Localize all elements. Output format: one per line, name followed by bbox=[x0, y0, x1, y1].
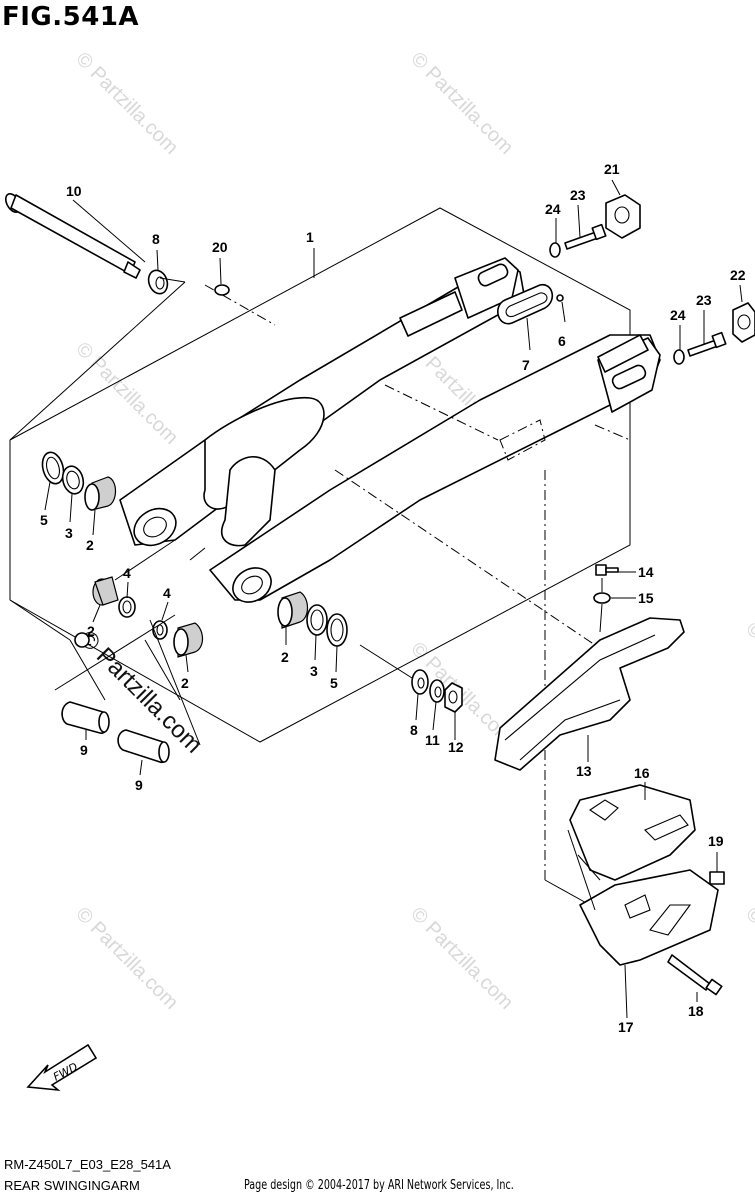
callout-23: 23 bbox=[696, 292, 712, 308]
part-24-washer bbox=[673, 349, 685, 365]
diagram-name: REAR SWINGINGARM bbox=[4, 1178, 140, 1193]
callout-5: 5 bbox=[330, 675, 338, 691]
callout-5: 5 bbox=[40, 512, 48, 528]
part-23-bolt bbox=[564, 223, 607, 250]
callout-1: 1 bbox=[306, 229, 314, 245]
callout-24: 24 bbox=[545, 201, 561, 217]
callout-13: 13 bbox=[576, 763, 592, 779]
part-19-bolt bbox=[709, 871, 725, 885]
callout-3: 3 bbox=[310, 663, 318, 679]
callout-7: 7 bbox=[522, 357, 530, 373]
left-bearings bbox=[41, 451, 204, 658]
callout-18: 18 bbox=[688, 1003, 704, 1019]
watermark: © Partzilla.com bbox=[741, 618, 755, 729]
part-10-pivot-bolt bbox=[4, 193, 141, 279]
copyright-notice: Page design © 2004-2017 by ARI Network S… bbox=[244, 1178, 514, 1193]
right-bearings bbox=[277, 591, 348, 647]
part-24-washer bbox=[549, 242, 561, 258]
parts-8-11-12 bbox=[411, 669, 463, 713]
callout-8: 8 bbox=[410, 722, 418, 738]
watermark: © Partzilla.com bbox=[71, 903, 182, 1014]
watermark: © Partzilla.com bbox=[406, 48, 517, 159]
part-23-bolt bbox=[687, 331, 727, 357]
part-13-chain-slider bbox=[494, 617, 685, 771]
part-16-chain-guide bbox=[569, 784, 696, 881]
callout-16: 16 bbox=[634, 765, 650, 781]
callout-24: 24 bbox=[670, 307, 686, 323]
part-8-washer bbox=[147, 269, 169, 295]
watermark: © Partzilla.com bbox=[741, 903, 755, 1014]
part-6-screw bbox=[556, 294, 564, 302]
callout-17: 17 bbox=[618, 1019, 634, 1035]
callout-9: 9 bbox=[135, 777, 143, 793]
callout-9: 9 bbox=[80, 742, 88, 758]
watermark: © Partzilla.com bbox=[71, 338, 182, 449]
assembly-frame bbox=[9, 207, 631, 743]
fwd-label: FWD bbox=[51, 1060, 80, 1084]
callout-2: 2 bbox=[281, 649, 289, 665]
callout-21: 21 bbox=[604, 161, 620, 177]
callout-3: 3 bbox=[65, 525, 73, 541]
part-14-bolt bbox=[595, 564, 619, 576]
callout-23: 23 bbox=[570, 187, 586, 203]
callout-6: 6 bbox=[558, 333, 566, 349]
part-9-collars bbox=[61, 701, 170, 764]
callout-22: 22 bbox=[730, 267, 746, 283]
callout-numbers: 1 2 2 2 2 3 3 4 4 5 5 6 7 8 8 9 9 10 11 … bbox=[40, 161, 746, 1035]
callout-14: 14 bbox=[638, 564, 654, 580]
callout-11: 11 bbox=[425, 732, 440, 748]
watermark: © Partzilla.com bbox=[71, 48, 182, 159]
part-17-guide-plate bbox=[579, 869, 719, 966]
part-15-washer bbox=[593, 592, 611, 604]
callout-19: 19 bbox=[708, 833, 724, 849]
part-21-block bbox=[605, 194, 641, 239]
callout-15: 15 bbox=[638, 590, 654, 606]
callout-2: 2 bbox=[87, 623, 95, 639]
part-7-plate bbox=[497, 283, 554, 325]
diagram-code: RM-Z450L7_E03_E28_541A bbox=[4, 1157, 171, 1172]
callout-20: 20 bbox=[212, 239, 228, 255]
part-22-block bbox=[732, 302, 755, 343]
part-20-cap bbox=[214, 284, 230, 296]
grease-fitting bbox=[74, 632, 90, 648]
figure-title: FIG.541A bbox=[2, 2, 140, 32]
swingarm bbox=[119, 257, 661, 603]
callout-4: 4 bbox=[123, 565, 131, 581]
leader-lines bbox=[9, 179, 743, 1019]
part-18-bolt bbox=[667, 954, 723, 996]
callout-8: 8 bbox=[152, 231, 160, 247]
watermark: © Partzilla.com bbox=[406, 903, 517, 1014]
callout-12: 12 bbox=[448, 739, 464, 755]
callout-10: 10 bbox=[66, 183, 82, 199]
fwd-arrow: FWD bbox=[26, 1043, 98, 1092]
callout-2: 2 bbox=[86, 537, 94, 553]
callout-2: 2 bbox=[181, 675, 189, 691]
callout-4: 4 bbox=[163, 585, 171, 601]
